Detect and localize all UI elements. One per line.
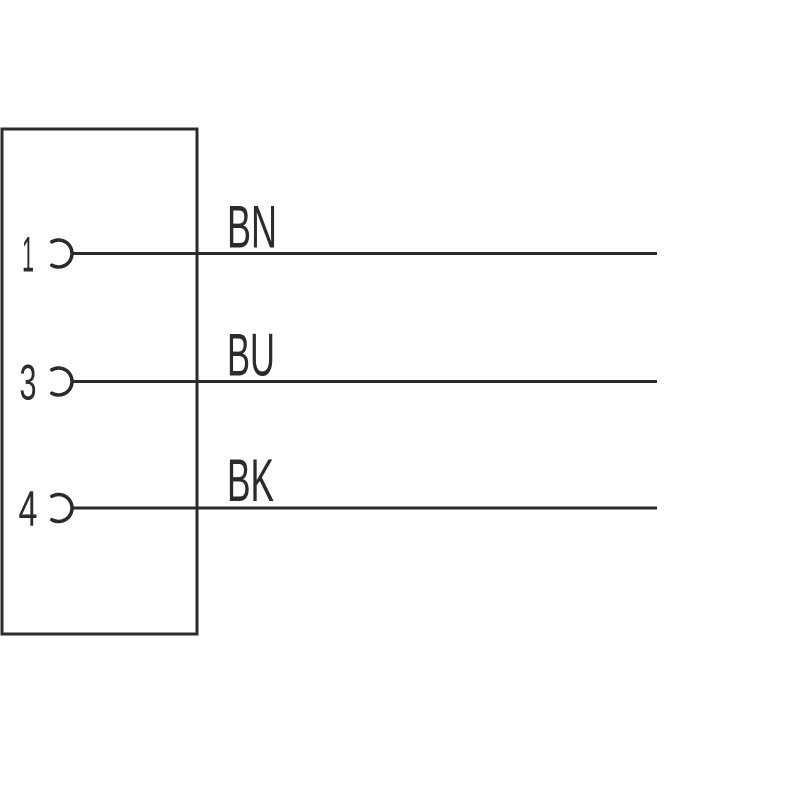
pin-row: 1 BN bbox=[22, 194, 657, 283]
wire-label: BU bbox=[227, 322, 275, 389]
pin-number: 1 bbox=[22, 227, 34, 283]
wire-label: BK bbox=[227, 447, 274, 514]
socket-contact-icon bbox=[50, 238, 74, 269]
socket-contact-icon bbox=[50, 366, 74, 397]
pin-number: 4 bbox=[19, 481, 38, 537]
pin-number: 3 bbox=[20, 355, 37, 411]
socket-contact-icon bbox=[50, 492, 74, 524]
pin-row: 3 BU bbox=[20, 322, 657, 411]
wire-label: BN bbox=[227, 194, 277, 261]
pin-row: 4 BK bbox=[19, 447, 657, 537]
